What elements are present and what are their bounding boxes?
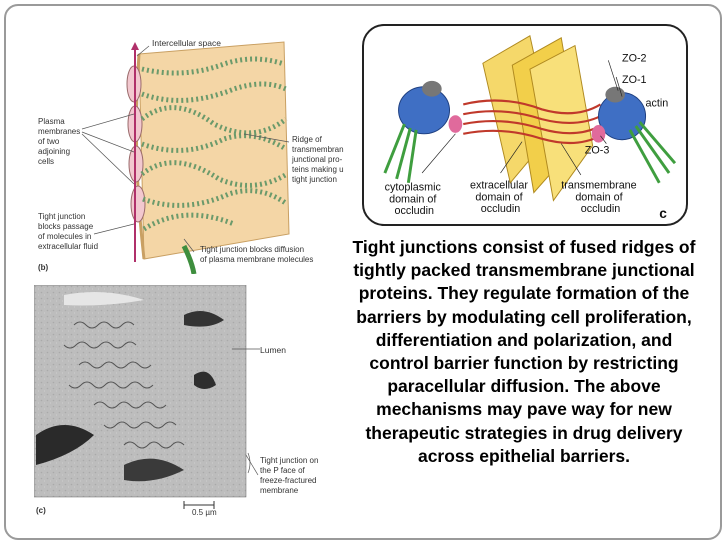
figure-em-freeze-fracture-micrograph: 0.5 µm Lumen Tight junction on the P fac… xyxy=(33,284,344,517)
svg-text:Ridge of transmembrane: Ridge of transmembrane junctional pro- t… xyxy=(291,135,344,184)
svg-text:Tight junction blocks diffusio: Tight junction blocks diffusion of plasm… xyxy=(200,245,313,264)
lumen-label: Lumen xyxy=(260,345,286,355)
em-tj-label-line-1: Tight junction on xyxy=(260,456,318,465)
tj-blocks-passage-line-2: blocks passage xyxy=(38,222,94,231)
plasma-membranes-label-line-4: adjoining xyxy=(38,147,70,156)
svg-text:Plasma membranes o: Plasma membranes of two adjoining cells xyxy=(38,117,82,166)
svg-text:extracellular domain of: extracellular domain of occludin xyxy=(470,180,531,216)
plasma-membranes-label-line-1: Plasma xyxy=(38,117,65,126)
em-tj-label-line-3: freeze-fractured xyxy=(260,476,316,485)
actin-label: actin xyxy=(646,97,669,109)
plasma-membranes-label-line-3: of two xyxy=(38,137,60,146)
transmembrane-label-line-3: occludin xyxy=(581,203,621,215)
scale-bar-label: 0.5 µm xyxy=(192,508,217,517)
extracellular-label-line-2: domain of xyxy=(475,191,522,203)
transmembrane-label-line-2: domain of xyxy=(575,191,622,203)
ridge-label-line-5: tight junction xyxy=(292,175,337,184)
figure-c-occludin-diagram: ZO-2 ZO-1 actin ZO-3 cytoplasmic domain … xyxy=(362,24,688,226)
zo1-label: ZO-1 xyxy=(622,74,647,86)
figure-em-panel-letter: (c) xyxy=(36,506,46,515)
ridge-label-line-4: teins making up a xyxy=(292,165,344,174)
tj-blocks-passage-line-1: Tight junction xyxy=(38,212,85,221)
ridge-label-line-3: junctional pro- xyxy=(291,155,343,164)
cytoplasmic-label-line-3: occludin xyxy=(394,205,434,217)
figure-c-panel-letter: c xyxy=(659,206,667,221)
cytoplasmic-label-line-2: domain of xyxy=(389,193,436,205)
em-tj-label-line-2: the P face of xyxy=(260,466,306,475)
tj-blocks-diffusion-line-2: of plasma membrane molecules xyxy=(200,255,313,264)
em-tj-label-line-4: membrane xyxy=(260,486,299,495)
svg-text:transmembrane domain of: transmembrane domain of occludin xyxy=(561,180,639,216)
slide-body-text: Tight junctions consist of fused ridges … xyxy=(352,237,696,466)
tj-blocks-diffusion-line-1: Tight junction blocks diffusion xyxy=(200,245,304,254)
cytoplasmic-label-line-1: cytoplasmic xyxy=(385,182,442,194)
ridge-label-line-2: transmembrane xyxy=(292,145,344,154)
svg-text:cytoplasmic domain of: cytoplasmic domain of occludin xyxy=(385,182,444,218)
figure-b-tight-junction-diagram: Intercellular space Plasma membranes of … xyxy=(34,34,355,275)
figure-b-panel-letter: (b) xyxy=(38,263,49,272)
tj-blocks-passage-line-3: of molecules in xyxy=(38,232,91,241)
plasma-membranes-label-line-5: cells xyxy=(38,157,54,166)
plasma-membranes-label-line-2: membranes xyxy=(38,127,80,136)
zo3-label: ZO-3 xyxy=(585,144,610,156)
svg-text:Tight junction on the P: Tight junction on the P face of freeze-f… xyxy=(260,456,321,495)
transmembrane-label-line-1: transmembrane xyxy=(561,180,636,192)
extracellular-label-line-1: extracellular xyxy=(470,180,528,192)
svg-text:Tight junction blocks pa: Tight junction blocks passage of molecul… xyxy=(38,212,98,251)
extracellular-label-line-3: occludin xyxy=(481,203,521,215)
ridge-label-line-1: Ridge of xyxy=(292,135,323,144)
intercellular-space-label: Intercellular space xyxy=(152,38,221,48)
zo2-label: ZO-2 xyxy=(622,52,647,64)
tj-blocks-passage-line-4: extracellular fluid xyxy=(38,242,98,251)
